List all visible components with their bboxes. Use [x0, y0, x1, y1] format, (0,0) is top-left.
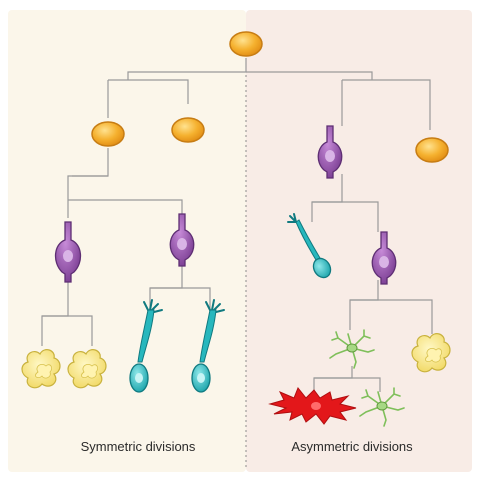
stem-cell-root	[229, 31, 263, 57]
asymmetric-divisions-caption: Asymmetric divisions	[291, 439, 413, 454]
lineage-lines	[41, 58, 433, 392]
stem-cell-left-b	[171, 117, 205, 143]
astrocyte-left-a	[21, 349, 61, 389]
neuronal-progenitor-left-a	[54, 221, 82, 283]
stem-cell-left-a	[91, 121, 125, 147]
neuronal-progenitor-right-a	[317, 125, 343, 179]
stem-cell-right	[415, 137, 449, 163]
neuron-right	[287, 213, 332, 279]
symmetric-panel	[8, 10, 246, 472]
astrocyte-left-b	[67, 349, 107, 389]
oligodendrocyte-right-a	[329, 329, 375, 369]
neuron-left-a	[129, 299, 163, 393]
red-cell	[268, 387, 357, 425]
astrocyte-right	[411, 333, 451, 373]
neuron-left-b	[191, 299, 225, 393]
neuronal-progenitor-left-b	[169, 213, 195, 267]
oligodendrocyte-right-b	[359, 387, 405, 427]
symmetric-divisions-caption: Symmetric divisions	[80, 439, 196, 454]
neuronal-progenitor-right-b	[371, 231, 397, 285]
